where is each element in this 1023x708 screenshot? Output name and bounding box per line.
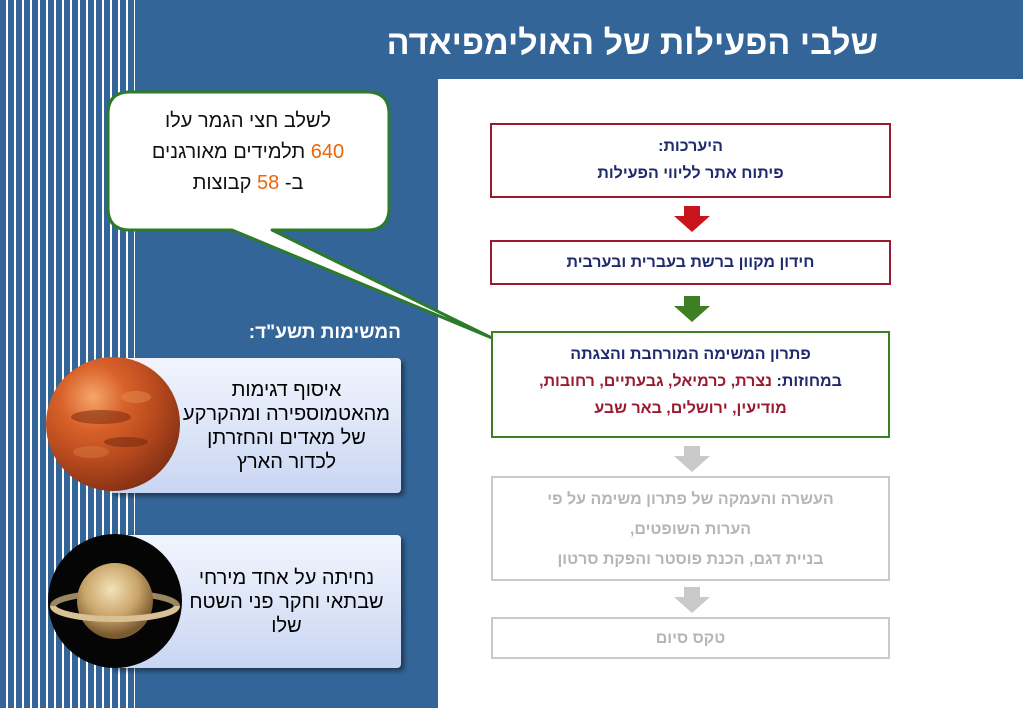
saturn-icon bbox=[48, 534, 182, 668]
callout-text: לשלב חצי הגמר עלו 640 תלמידים מאורגנים ב… bbox=[112, 106, 384, 199]
page-title: שלבי הפעילות של האולימפיאדה bbox=[386, 24, 878, 62]
arrow-down-green-icon bbox=[674, 296, 710, 322]
step-preparation: היערכות: פיתוח אתר לליווי הפעילות bbox=[490, 123, 891, 198]
callout-line3: ב- 58 קבוצות bbox=[112, 168, 384, 199]
step-3-districts: במחוזות: נצרת, כרמיאל, גבעתיים, רחובות, bbox=[493, 368, 888, 395]
step-2-title: חידון מקוון ברשת בעברית ובערבית bbox=[566, 254, 815, 271]
callout-line3-prefix: ב- bbox=[284, 172, 304, 194]
step-closing-ceremony: טקס סיום bbox=[491, 617, 890, 659]
step-1-subtitle: פיתוח אתר לליווי הפעילות bbox=[597, 165, 784, 182]
arrow-down-gray-icon bbox=[674, 446, 710, 472]
callout-line3-text: קבוצות bbox=[192, 172, 252, 194]
callout-line2: 640 תלמידים מאורגנים bbox=[112, 137, 384, 168]
callout-line2-text: תלמידים מאורגנים bbox=[151, 141, 306, 163]
districts-cities-1: נצרת, כרמיאל, גבעתיים, רחובות, bbox=[539, 373, 773, 390]
step-5-title: טקס סיום bbox=[655, 630, 726, 647]
districts-label: במחוזות: bbox=[776, 373, 842, 390]
step-4-line2: הערות השופטים, bbox=[629, 521, 752, 538]
arrow-down-gray-icon bbox=[674, 587, 710, 613]
step-4-line3: בניית דגם, הכנת פוסטר והפקת סרטון bbox=[557, 551, 824, 568]
arrow-down-red-icon bbox=[674, 206, 710, 232]
mars-icon bbox=[46, 357, 180, 491]
mission-text: איסוף דגימות מהאטמוספירה ומהקרקע של מאדי… bbox=[182, 378, 391, 473]
districts-cities-2: מודיעין, ירושלים, באר שבע bbox=[594, 400, 787, 417]
step-4-line1: העשרה והעמקה של פתרון משימה על פי bbox=[547, 491, 834, 508]
step-3-title: פתרון המשימה המורחבת והצגתה bbox=[570, 346, 811, 363]
groups-number: 58 bbox=[257, 172, 280, 194]
callout-line1: לשלב חצי הגמר עלו bbox=[164, 110, 332, 132]
participants-number: 640 bbox=[310, 141, 345, 163]
mission-text: נחיתה על אחד מירחי שבתאי וחקר פני השטח ש… bbox=[189, 566, 384, 637]
missions-label: המשימות תשע"ד: bbox=[248, 322, 401, 343]
step-extended-task: פתרון המשימה המורחבת והצגתה במחוזות: נצר… bbox=[491, 331, 890, 438]
step-enrichment: העשרה והעמקה של פתרון משימה על פי הערות … bbox=[491, 476, 890, 581]
step-1-title: היערכות: bbox=[658, 138, 723, 155]
step-online-quiz: חידון מקוון ברשת בעברית ובערבית bbox=[490, 240, 891, 285]
